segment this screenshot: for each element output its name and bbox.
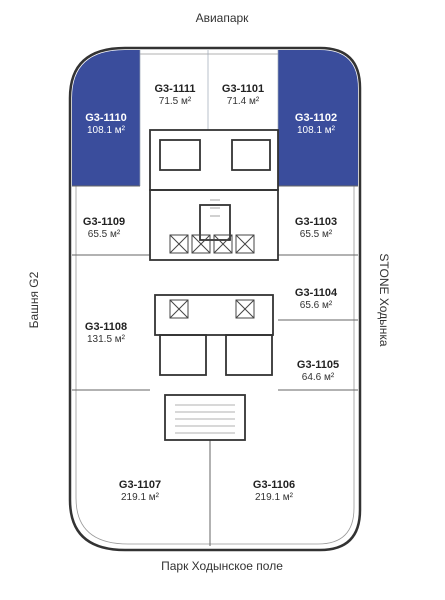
unit-id-label: G3-1108 bbox=[85, 321, 127, 333]
elevator-shafts bbox=[169, 234, 255, 319]
unit-area-label: 65.5 м² bbox=[88, 229, 121, 240]
unit-id-label: G3-1110 bbox=[85, 112, 127, 124]
unit-area-label: 108.1 м² bbox=[297, 125, 336, 136]
unit-id-label: G3-1103 bbox=[295, 216, 337, 228]
unit-id-label: G3-1105 bbox=[297, 359, 339, 371]
unit-id-label: G3-1101 bbox=[222, 83, 264, 95]
unit-area-label: 65.5 м² bbox=[300, 229, 333, 240]
unit-area-label: 131.5 м² bbox=[87, 334, 126, 345]
unit-area-label: 71.4 м² bbox=[227, 96, 260, 107]
unit-g3-1102-area[interactable] bbox=[278, 50, 358, 186]
direction-south-label: Парк Ходынское поле bbox=[161, 559, 283, 573]
unit-id-label: G3-1109 bbox=[83, 216, 125, 228]
unit-area-label: 64.6 м² bbox=[302, 372, 335, 383]
direction-west-label: Башня G2 bbox=[27, 271, 41, 328]
unit-dividers bbox=[72, 185, 358, 546]
unit-area-label: 71.5 м² bbox=[159, 96, 192, 107]
unit-id-label: G3-1104 bbox=[295, 287, 338, 299]
stair-treads bbox=[175, 199, 235, 434]
direction-east-label: STONE Ходынка bbox=[377, 253, 391, 347]
unit-id-label: G3-1107 bbox=[119, 479, 161, 491]
unit-area-label: 108.1 м² bbox=[87, 125, 126, 136]
unit-id-label: G3-1111 bbox=[155, 83, 196, 95]
direction-north-label: Авиапарк bbox=[196, 11, 250, 25]
unit-id-label: G3-1106 bbox=[253, 479, 295, 491]
unit-id-label: G3-1102 bbox=[295, 112, 337, 124]
unit-area-label: 219.1 м² bbox=[255, 492, 294, 503]
building-core bbox=[149, 129, 279, 441]
unit-area-label: 219.1 м² bbox=[121, 492, 160, 503]
unit-g3-1110-area[interactable] bbox=[72, 50, 140, 186]
unit-area-label: 65.6 м² bbox=[300, 300, 333, 311]
